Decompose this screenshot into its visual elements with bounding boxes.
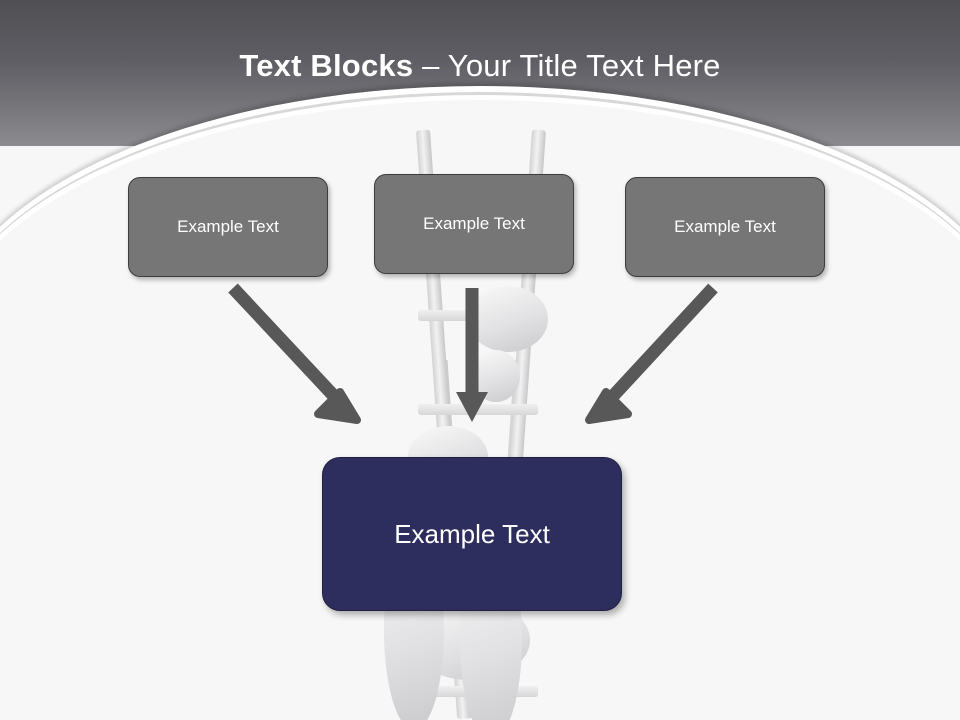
text-block-3[interactable]: Example Text (625, 177, 825, 277)
ladder-rung (418, 404, 538, 415)
page-title-strong: Text Blocks (239, 48, 414, 83)
text-block-2-label: Example Text (423, 214, 525, 233)
page-title: Text Blocks – Your Title Text Here (0, 48, 960, 84)
page-title-light: Your Title Text Here (447, 48, 721, 83)
result-block-label: Example Text (394, 518, 550, 549)
text-block-1-label: Example Text (177, 217, 279, 236)
page-title-dash: – (413, 48, 448, 83)
result-block[interactable]: Example Text (322, 457, 622, 611)
text-block-1[interactable]: Example Text (128, 177, 328, 277)
figure-torso-mid (468, 286, 548, 352)
header-curve-outline (0, 92, 960, 352)
figure-leg-upper (472, 350, 520, 402)
text-block-2[interactable]: Example Text (374, 174, 574, 274)
text-block-3-label: Example Text (674, 217, 776, 236)
